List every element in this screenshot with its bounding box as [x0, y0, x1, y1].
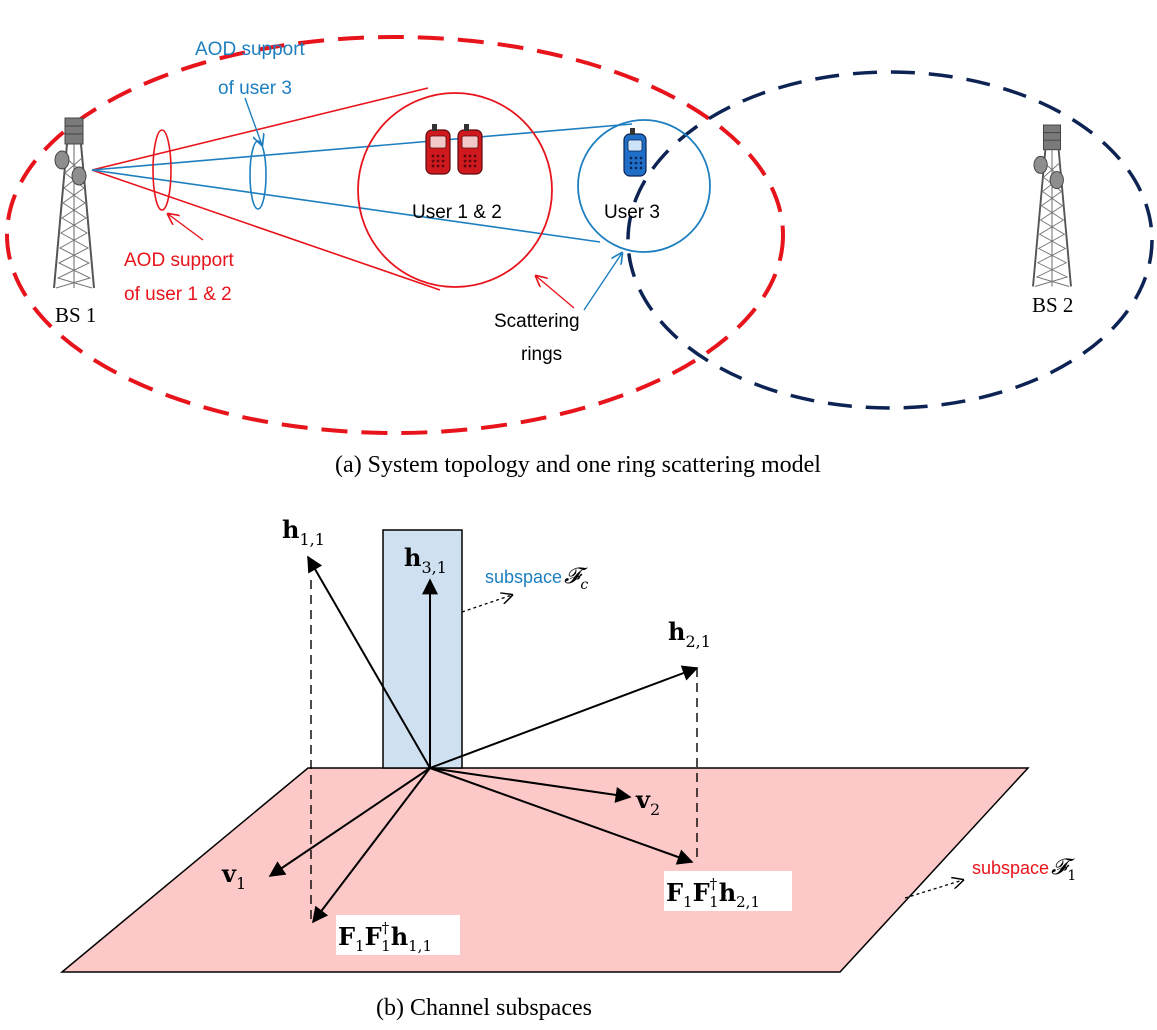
scattering-pointer-blue [583, 253, 622, 311]
aod-user12-label-line1: AOD support [124, 250, 235, 271]
subspace-f1-pointer [904, 880, 963, 899]
subspace-fc-pointer [461, 595, 512, 613]
label-h11: h1,1 [282, 515, 325, 549]
tower-icon [1032, 124, 1072, 288]
scattering-ring-user12 [357, 92, 553, 288]
label-proj11-bg [336, 915, 460, 955]
aod-user12-pointer [168, 214, 204, 241]
bs1-coverage-ellipse [5, 35, 785, 435]
scattering-pointer-red [536, 276, 575, 309]
aod-user12-label-line2: of user 1 & 2 [124, 284, 232, 305]
topology-panel: BS 1 BS 2 AOD support of user 3 AOD supp… [5, 35, 1154, 478]
tower-icon [53, 117, 95, 289]
label-proj11: F1F†1h1,1 [338, 919, 432, 955]
subspace-f1-label: subspace𝓕1 [972, 855, 1076, 884]
vector-h21 [429, 665, 699, 769]
vector-v2 [429, 767, 632, 803]
phone-icon [623, 128, 647, 177]
aod-ellipse-user12 [152, 129, 172, 211]
vector-v1 [268, 767, 431, 877]
aod-user3-pointer [244, 97, 262, 145]
phone-icon [425, 124, 451, 175]
scattering-ring-user3 [577, 119, 711, 253]
vector-proj21 [429, 767, 694, 865]
scattering-label-line1: Scattering [494, 311, 580, 332]
vector-h11 [307, 555, 431, 769]
label-h31: h3,1 [404, 543, 447, 577]
phone-icon [457, 124, 483, 175]
user3-label: User 3 [604, 202, 660, 223]
topology-caption: (a) System topology and one ring scatter… [335, 452, 821, 478]
beam-red-lower [91, 169, 441, 291]
label-v2: v2 [635, 785, 660, 819]
label-proj21-bg [664, 871, 792, 911]
subspace-fc-box [382, 529, 463, 769]
aod-ellipse-user3 [249, 140, 267, 210]
scattering-label-line2: rings [521, 344, 562, 365]
beam-blue-lower [91, 169, 601, 243]
label-h21: h2,1 [668, 617, 711, 651]
bs2-label: BS 2 [1032, 293, 1073, 317]
beam-blue-upper [91, 123, 633, 171]
subspaces-caption: (b) Channel subspaces [376, 995, 592, 1021]
vector-proj11 [312, 767, 431, 924]
subspace-f1-plane [59, 767, 1030, 973]
label-v1: v1 [221, 859, 246, 893]
aod-user3-label-line1: AOD support [195, 39, 306, 60]
bs1-label: BS 1 [55, 303, 96, 327]
subspace-fc-label: subspace𝓕c [485, 564, 588, 593]
subspaces-panel: h1,1 h3,1 h2,1 v2 v1 F1F†1h1,1 F1F†1h2,1… [59, 515, 1076, 1021]
aod-user3-label-line2: of user 3 [218, 78, 292, 99]
user12-label: User 1 & 2 [412, 202, 502, 223]
label-proj21: F1F†1h2,1 [666, 875, 760, 911]
beam-red-upper [91, 87, 429, 171]
bs2-coverage-ellipse [626, 70, 1154, 410]
